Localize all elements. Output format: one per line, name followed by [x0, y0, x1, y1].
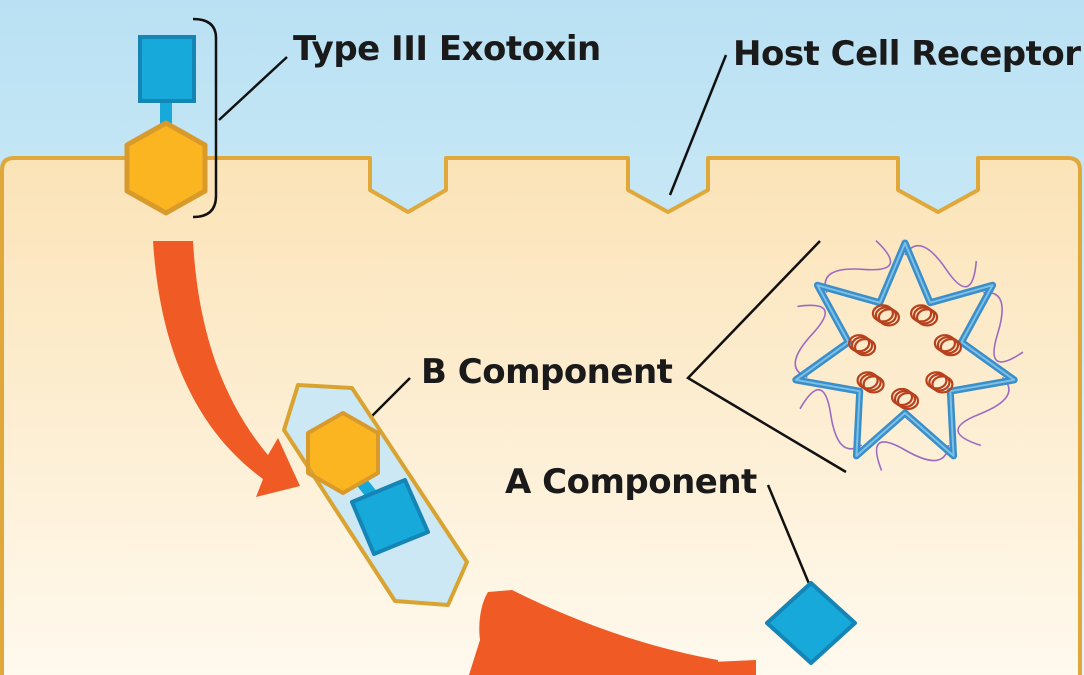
a-component-label: A Component [505, 462, 757, 502]
protein-helix [931, 375, 954, 394]
endosome-b-outline [306, 411, 380, 495]
endosome-a-subunit [352, 480, 428, 554]
b-component-zoom-lines [686, 240, 847, 474]
endosome-outline [282, 383, 469, 607]
protein-helix [853, 338, 877, 357]
host-cell-membrane [0, 156, 1082, 675]
protein-helix [847, 334, 871, 353]
protein-helix [890, 387, 914, 407]
endosome-b-subunit [308, 413, 378, 493]
endosome [284, 385, 467, 605]
protein-helix [850, 336, 874, 355]
protein-helix [939, 338, 963, 357]
protein-beta-sheet-highlights [794, 242, 1016, 457]
protein-helix [928, 373, 951, 392]
protein-helix [933, 334, 957, 353]
exotoxin-label: Type III Exotoxin [293, 29, 601, 69]
protein-helix [874, 306, 898, 325]
endocytosis-arrow [153, 241, 300, 497]
exotoxin-linker [160, 99, 172, 125]
b-component-protein-structure [792, 239, 1024, 471]
protein-helix [896, 391, 920, 411]
protein-helix [915, 308, 939, 327]
endosome-a-outline [350, 478, 430, 556]
protein-helix [856, 371, 879, 390]
b-component-label: B Component [421, 352, 673, 392]
exotoxin-bracket [192, 17, 218, 219]
protein-helix [893, 389, 917, 409]
host-cell-receptor-label: Host Cell Receptor [733, 34, 1081, 74]
exotoxin-leader-line [218, 56, 288, 121]
exotoxin-b-subunit [127, 123, 205, 213]
protein-loops [794, 240, 1024, 471]
protein-helix [871, 304, 895, 323]
exotoxin-at-surface [127, 37, 205, 213]
free-a-component-outline [765, 581, 857, 665]
release-arrow-head [707, 660, 756, 675]
protein-helix [925, 371, 948, 390]
protein-helix [862, 375, 885, 394]
release-arrow [468, 590, 718, 675]
protein-helix [909, 304, 933, 323]
protein-helix [912, 306, 936, 325]
protein-helix [877, 308, 901, 327]
exotoxin-a-outline [138, 35, 196, 103]
protein-helix [936, 336, 960, 355]
receptor-leader-line [668, 54, 728, 196]
protein-helix [859, 373, 882, 392]
exotoxin-b-outline [124, 120, 208, 216]
exotoxin-a-subunit [140, 37, 194, 101]
